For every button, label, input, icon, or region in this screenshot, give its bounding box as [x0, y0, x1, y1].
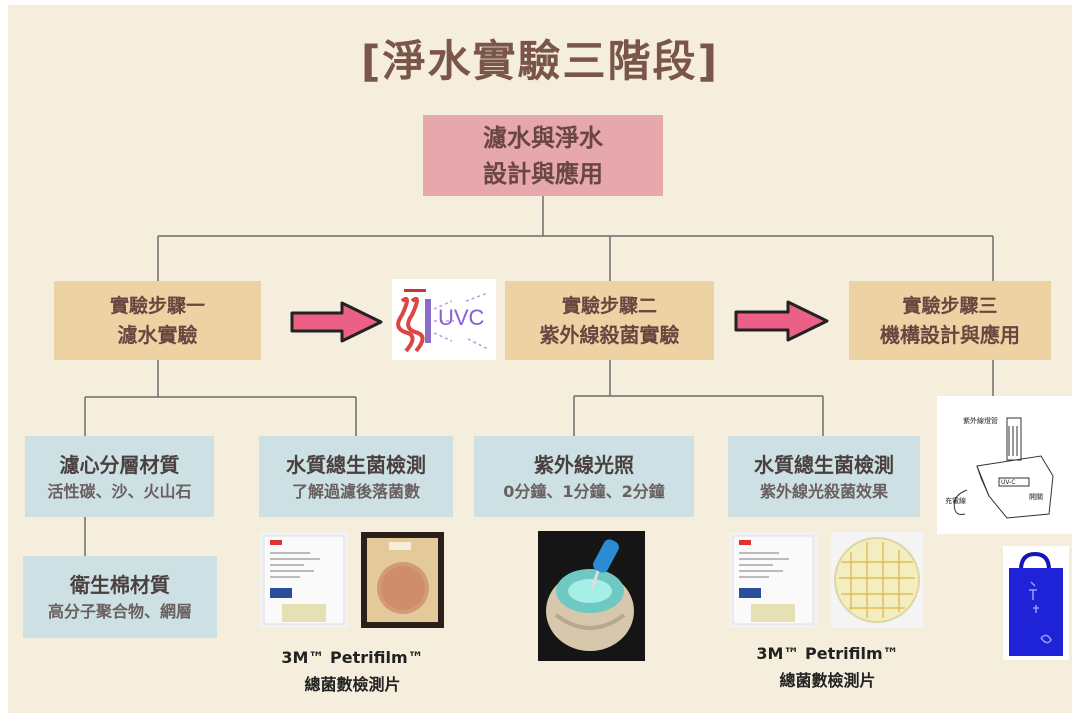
- caption-line-1: 3M™ Petrifilm™: [281, 648, 424, 667]
- petrifilm-sample-photo: [361, 532, 444, 628]
- leaf-title: 衛生棉材質: [70, 573, 170, 597]
- leaf-subtitle: 0分鐘、1分鐘、2分鐘: [503, 481, 665, 501]
- blue-bag-photo: [1003, 546, 1069, 660]
- page-title: [淨水實驗三階段]: [360, 37, 720, 87]
- step-3-label: 實驗步驟三: [902, 294, 998, 317]
- leaf-subtitle: 高分子聚合物、網層: [47, 602, 192, 621]
- uv-cloth-photo: [538, 531, 645, 661]
- arrow-right-icon: [734, 300, 829, 342]
- sketch-label-left: 充電線: [945, 497, 966, 505]
- petrifilm-caption: 3M™ Petrifilm™ 總菌數檢測片: [730, 640, 925, 694]
- leaf-bacteria-test-2: 水質總生菌檢測 紫外線光殺菌效果: [728, 436, 920, 517]
- sketch-label-top: 紫外線燈管: [963, 417, 998, 425]
- connector-lines: [84, 195, 994, 556]
- sketch-label-switch: UV-C: [1001, 479, 1016, 486]
- leaf-title: 濾心分層材質: [59, 452, 180, 477]
- step-2-label: 實驗步驟二: [561, 294, 657, 317]
- leaf-title: 水質總生菌檢測: [754, 452, 894, 477]
- leaf-title: 紫外線光照: [534, 452, 634, 477]
- step-2-name: 紫外線殺菌實驗: [539, 322, 680, 347]
- root-line-2: 設計與應用: [483, 159, 603, 188]
- leaf-title: 水質總生菌檢測: [286, 452, 426, 477]
- caption-line-1: 3M™ Petrifilm™: [756, 644, 899, 663]
- leaf-subtitle: 了解過濾後落菌數: [291, 481, 420, 501]
- diagram-canvas: [淨水實驗三階段] 濾水與淨水 設計與應用 實驗步驟一 濾水實驗 實驗步驟二 紫…: [8, 5, 1075, 713]
- leaf-filter-layers: 濾心分層材質 活性碳、沙、火山石: [25, 436, 214, 517]
- leaf-bacteria-test-1: 水質總生菌檢測 了解過濾後落菌數: [259, 436, 453, 517]
- petrifilm-caption: 3M™ Petrifilm™ 總菌數檢測片: [260, 644, 445, 698]
- step-3-name: 機構設計與應用: [880, 322, 1020, 347]
- leaf-uv-exposure: 紫外線光照 0分鐘、1分鐘、2分鐘: [474, 436, 694, 517]
- step-1-label: 實驗步驟一: [109, 294, 205, 317]
- step-2-node: 實驗步驟二 紫外線殺菌實驗: [505, 281, 714, 360]
- leaf-pad-material: 衛生棉材質 高分子聚合物、網層: [23, 556, 217, 638]
- uvc-label: UVC: [438, 305, 485, 330]
- step-1-node: 實驗步驟一 濾水實驗: [54, 281, 261, 360]
- petrifilm-plate-photo: [831, 532, 923, 628]
- uvc-illustration: UVC: [392, 279, 496, 360]
- arrow-right-icon: [290, 301, 383, 343]
- caption-line-2: 總菌數檢測片: [304, 675, 401, 694]
- step-3-node: 實驗步驟三 機構設計與應用: [849, 281, 1051, 360]
- petrifilm-packet-photo: [729, 532, 817, 628]
- root-node: 濾水與淨水 設計與應用: [423, 115, 663, 196]
- sketch-label-right: 開關: [1029, 493, 1043, 501]
- caption-line-2: 總菌數檢測片: [779, 671, 876, 690]
- leaf-subtitle: 紫外線光殺菌效果: [759, 481, 888, 501]
- leaf-subtitle: 活性碳、沙、火山石: [47, 481, 192, 501]
- device-sketch: 紫外線燈管 充電線 開關 UV-C: [937, 396, 1075, 534]
- root-line-1: 濾水與淨水: [483, 123, 603, 152]
- step-1-name: 濾水實驗: [117, 322, 198, 347]
- petrifilm-packet-photo: [260, 532, 348, 628]
